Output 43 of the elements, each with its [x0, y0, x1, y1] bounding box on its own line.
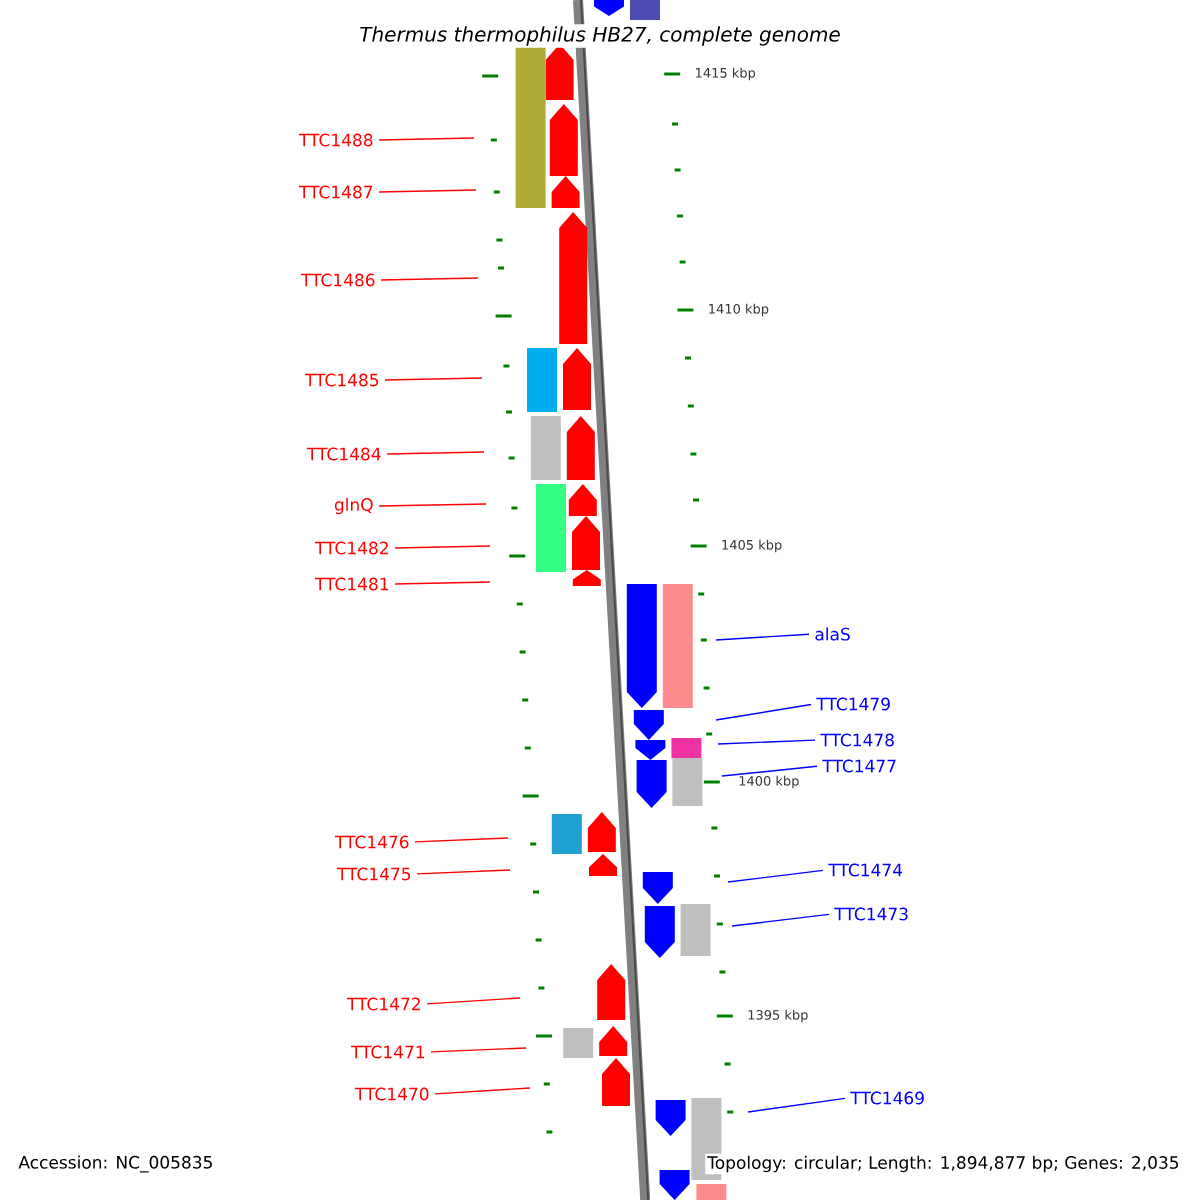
leader-line	[731, 913, 830, 927]
leader-line	[386, 451, 485, 455]
leader-line	[747, 1097, 846, 1113]
accession-text: Accession: NC_005835	[16, 1153, 216, 1175]
leader-line	[426, 997, 521, 1005]
gene-label: TTC1486	[300, 273, 375, 287]
gene-label: TTC1473	[834, 907, 908, 921]
gene-label: TTC1469	[850, 1091, 924, 1105]
leader-line	[378, 137, 475, 141]
leader-line	[378, 503, 487, 507]
leader-line	[721, 765, 818, 777]
leader-line	[434, 1087, 531, 1095]
leader-line	[717, 739, 816, 745]
leader-line	[715, 703, 812, 721]
gene-label: TTC1474	[828, 863, 903, 877]
gene-label: TTC1479	[816, 697, 890, 711]
gene-label: TTC1478	[820, 733, 894, 747]
gene-label: TTC1472	[346, 997, 420, 1011]
gene-label: TTC1484	[306, 447, 381, 461]
leader-line	[416, 869, 511, 875]
leader-line	[430, 1047, 527, 1053]
gene-label: TTC1485	[304, 373, 379, 387]
gene-label: TTC1482	[314, 541, 388, 555]
leader-line	[414, 837, 509, 843]
gene-label: TTC1488	[298, 133, 373, 147]
gene-label: TTC1487	[298, 185, 373, 199]
leader-line	[378, 189, 477, 193]
leader-line	[394, 581, 491, 585]
title: Thermus thermophilus HB27, complete genome	[357, 24, 843, 48]
leader-line	[384, 377, 483, 381]
gene-label: TTC1471	[350, 1045, 425, 1059]
gene-label: TTC1475	[336, 867, 411, 881]
gene-label: TTC1477	[822, 759, 896, 773]
gene-label: TTC1470	[354, 1087, 429, 1101]
gene-label: TTC1481	[314, 577, 389, 591]
leader-line	[394, 545, 491, 549]
genome-info-text: Topology: circular; Length: 1,894,877 bp; Genes: 2,035	[705, 1153, 1182, 1175]
gene-label: glnQ	[334, 497, 373, 515]
leader-line	[380, 277, 479, 281]
leader-line	[715, 633, 810, 641]
gene-label: alaS	[815, 627, 850, 641]
gene-label: TTC1476	[334, 835, 409, 849]
leader-line	[727, 869, 824, 883]
